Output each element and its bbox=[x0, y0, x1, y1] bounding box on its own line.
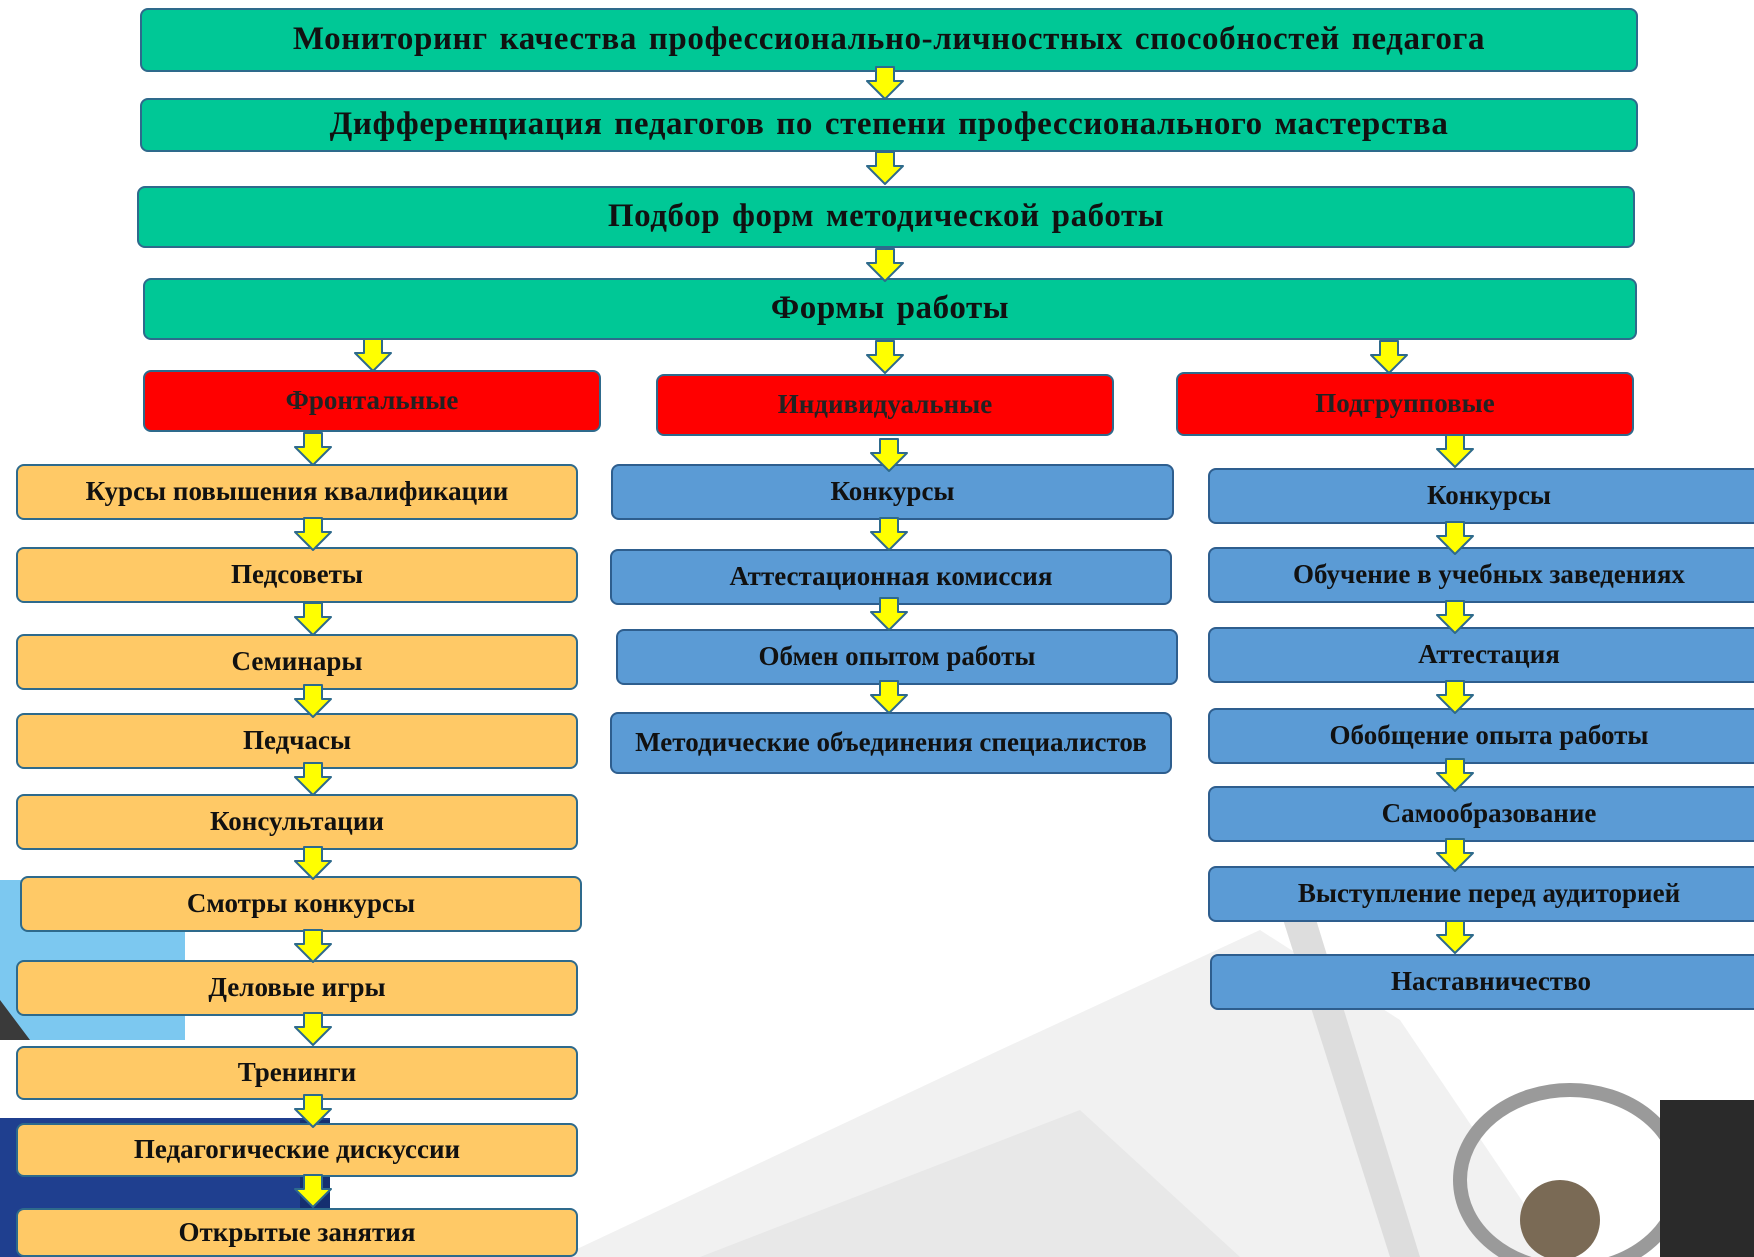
dark-shadow-shape bbox=[0, 1000, 30, 1040]
subgroup-item: Выступление перед аудиторией bbox=[1208, 866, 1754, 922]
down-arrow-icon bbox=[1436, 600, 1474, 634]
frontal-item: Педсоветы bbox=[16, 547, 578, 603]
subgroup-item: Наставничество bbox=[1210, 954, 1754, 1010]
subgroup-item: Обобщение опыта работы bbox=[1208, 708, 1754, 764]
down-arrow-icon bbox=[354, 338, 392, 372]
level-selection: Подбор форм методической работы bbox=[137, 186, 1635, 248]
down-arrow-icon bbox=[294, 517, 332, 551]
category-individual: Индивидуальные bbox=[656, 374, 1114, 436]
frontal-item: Педагогические дискуссии bbox=[16, 1123, 578, 1177]
frontal-item: Семинары bbox=[16, 634, 578, 690]
down-arrow-icon bbox=[870, 680, 908, 714]
individual-item: Обмен опытом работы bbox=[616, 629, 1178, 685]
down-arrow-icon bbox=[866, 248, 904, 282]
paper-decoration bbox=[560, 930, 1560, 1257]
frontal-item: Тренинги bbox=[16, 1046, 578, 1100]
subgroup-item: Конкурсы bbox=[1208, 468, 1754, 524]
down-arrow-icon bbox=[1436, 758, 1474, 792]
level-forms: Формы работы bbox=[143, 278, 1637, 340]
down-arrow-icon bbox=[1436, 838, 1474, 872]
down-arrow-icon bbox=[1436, 434, 1474, 468]
subgroup-item: Аттестация bbox=[1208, 627, 1754, 683]
individual-item: Конкурсы bbox=[611, 464, 1174, 520]
individual-item: Аттестационная комиссия bbox=[610, 549, 1172, 605]
down-arrow-icon bbox=[294, 684, 332, 718]
down-arrow-icon bbox=[870, 597, 908, 631]
down-arrow-icon bbox=[870, 517, 908, 551]
category-subgroup: Подгрупповые bbox=[1176, 372, 1634, 436]
pocket-watch-crown bbox=[1520, 1180, 1600, 1257]
frontal-item: Консультации bbox=[16, 794, 578, 850]
frontal-item: Курсы повышения квалификации bbox=[16, 464, 578, 520]
down-arrow-icon bbox=[1436, 680, 1474, 714]
frontal-item: Смотры конкурсы bbox=[20, 876, 582, 932]
watch-body bbox=[1660, 1100, 1754, 1257]
frontal-item: Открытые занятия bbox=[16, 1208, 578, 1257]
down-arrow-icon bbox=[294, 1094, 332, 1128]
down-arrow-icon bbox=[294, 602, 332, 636]
down-arrow-icon bbox=[294, 846, 332, 880]
down-arrow-icon bbox=[294, 432, 332, 466]
down-arrow-icon bbox=[866, 151, 904, 185]
down-arrow-icon bbox=[294, 1174, 332, 1208]
frontal-item: Педчасы bbox=[16, 713, 578, 769]
down-arrow-icon bbox=[1370, 340, 1408, 374]
individual-item: Методические объединения специалистов bbox=[610, 712, 1172, 774]
subgroup-item: Самообразование bbox=[1208, 786, 1754, 842]
level-monitoring: Мониторинг качества профессионально-личн… bbox=[140, 8, 1638, 72]
down-arrow-icon bbox=[1436, 920, 1474, 954]
subgroup-item: Обучение в учебных заведениях bbox=[1208, 547, 1754, 603]
level-differentiation: Дифференциация педагогов по степени проф… bbox=[140, 98, 1638, 152]
down-arrow-icon bbox=[294, 929, 332, 963]
down-arrow-icon bbox=[294, 762, 332, 796]
down-arrow-icon bbox=[294, 1012, 332, 1046]
down-arrow-icon bbox=[866, 66, 904, 100]
down-arrow-icon bbox=[1436, 521, 1474, 555]
down-arrow-icon bbox=[866, 340, 904, 374]
frontal-item: Деловые игры bbox=[16, 960, 578, 1016]
category-frontal: Фронтальные bbox=[143, 370, 601, 432]
down-arrow-icon bbox=[870, 438, 908, 472]
